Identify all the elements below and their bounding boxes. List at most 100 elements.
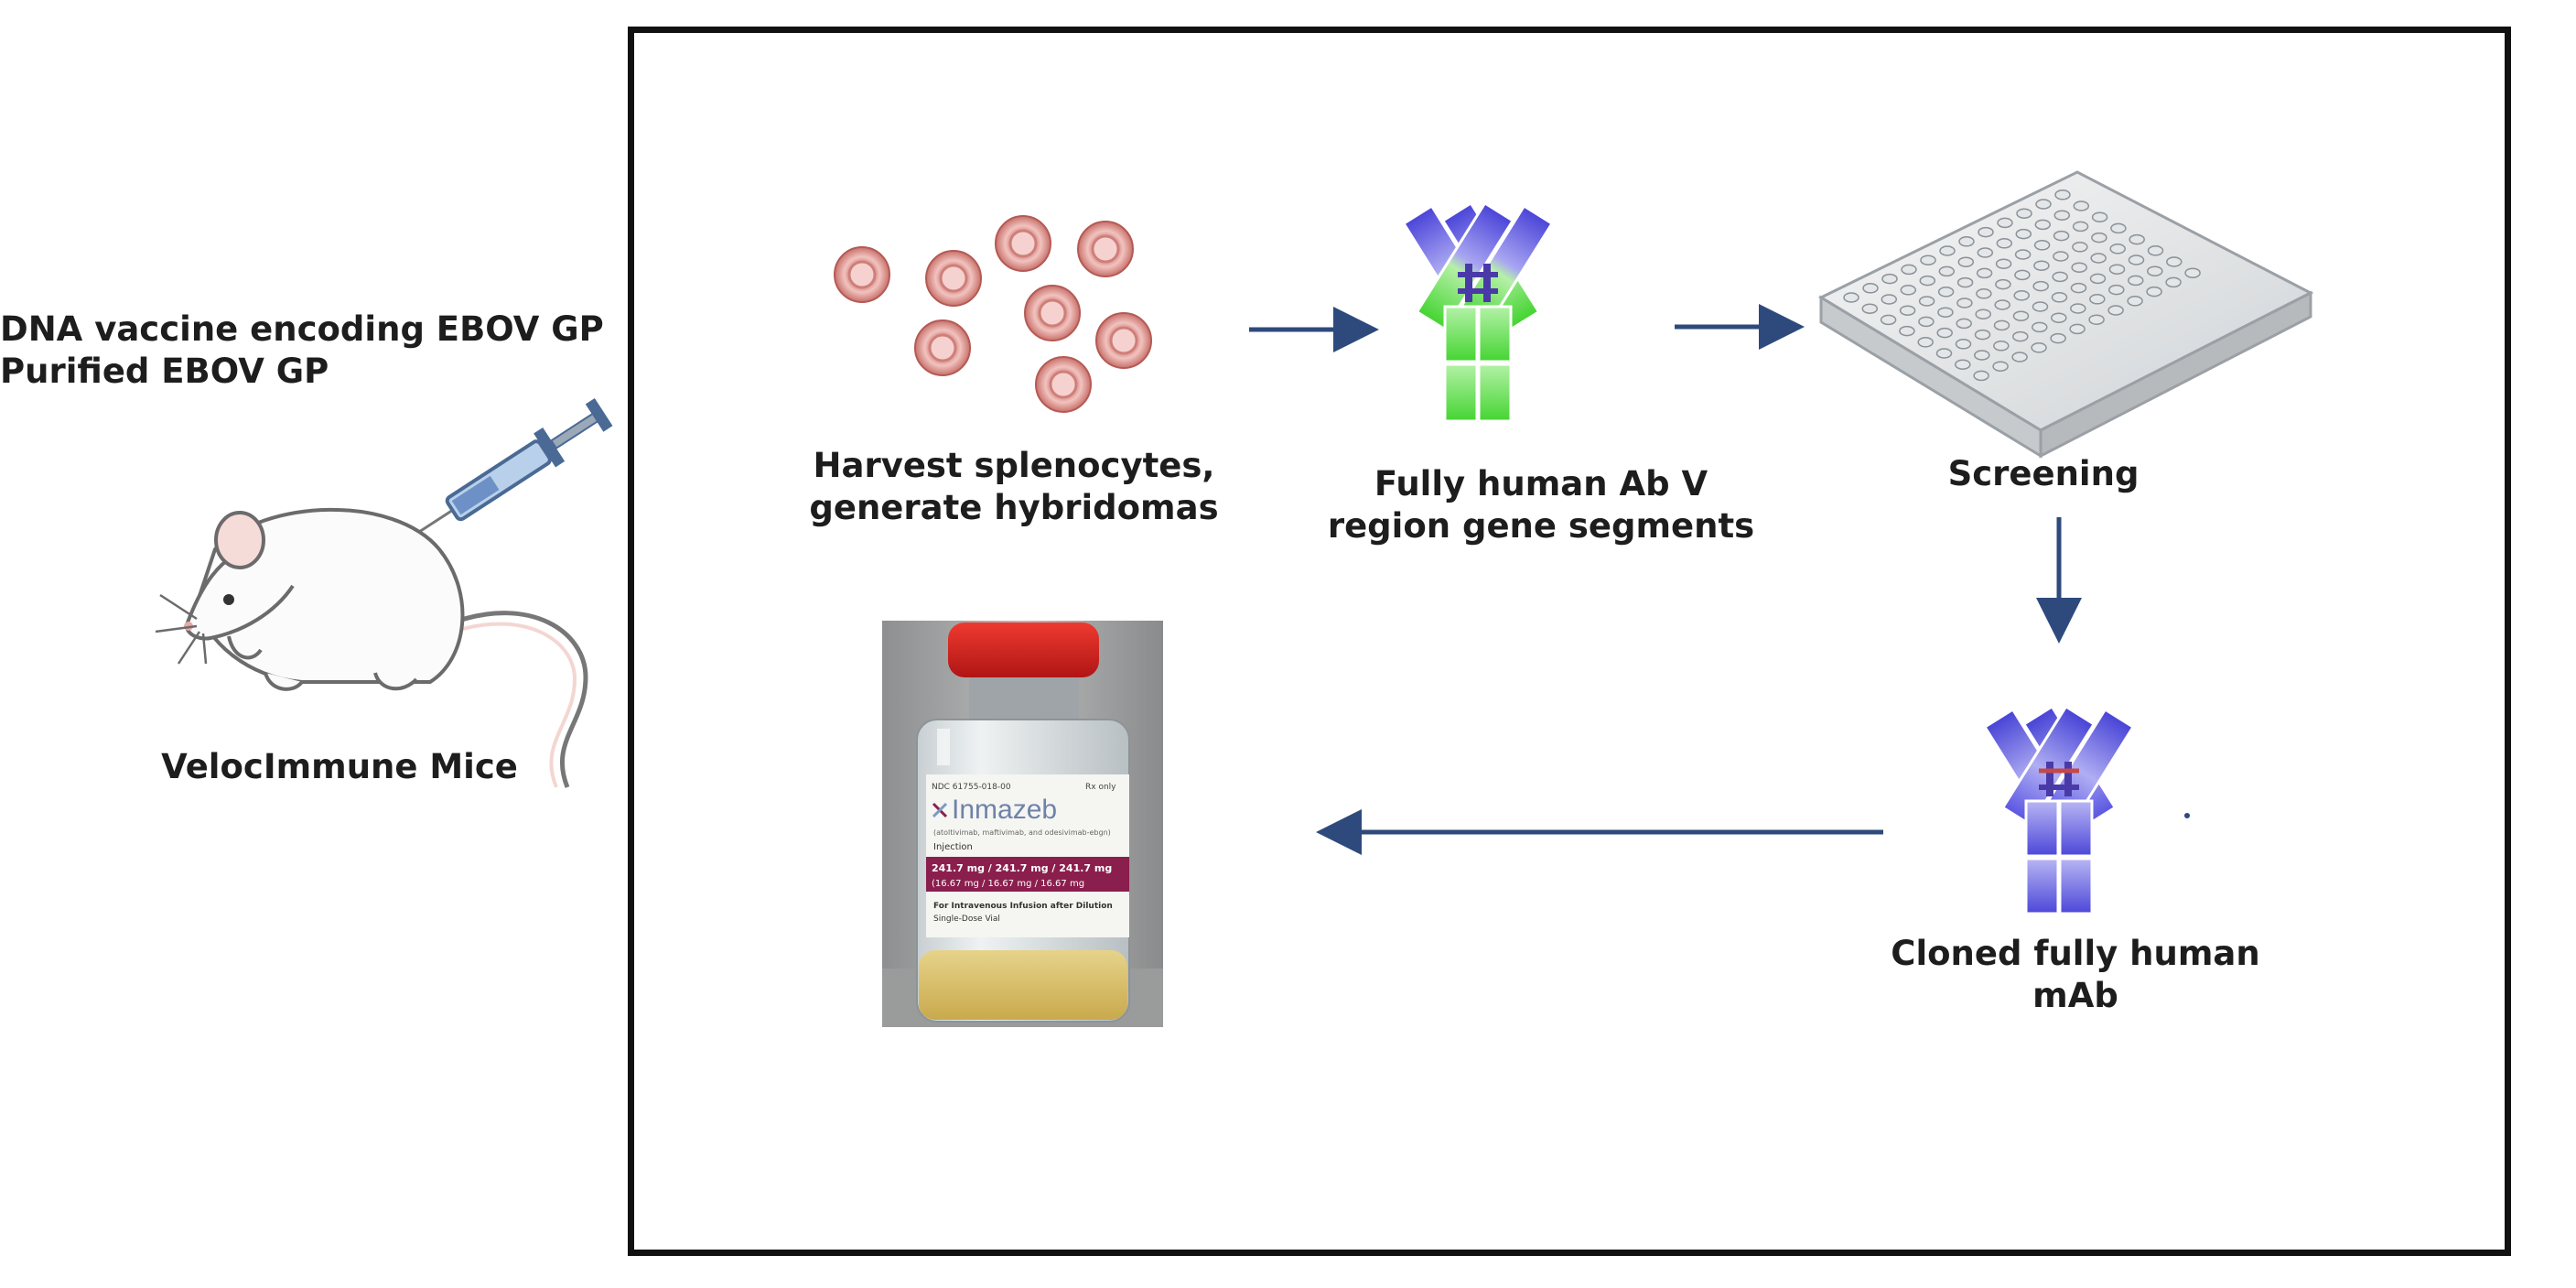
cell-nucleus [1049,370,1078,399]
plate-well [1994,299,2010,310]
vial-ndc: NDC 61755-018-00 [932,783,1011,792]
plate-well [2072,221,2089,233]
plate-well [2072,242,2088,253]
cell-nucleus [1008,229,1038,258]
plate-well [2128,254,2145,265]
cell-nucleus [847,260,877,289]
cell-nucleus [939,264,968,293]
plate-well [1957,256,1975,267]
vial-route-1: For Intravenous Infusion after Dilution [933,902,1113,911]
plate-well [2091,211,2108,222]
plate-well [2073,200,2090,211]
plate-well [1881,294,1898,305]
plate-well [2012,310,2030,321]
plate-well [2054,189,2071,200]
plate-well [2091,232,2107,244]
plate-well [2147,245,2164,256]
plate-well [2014,249,2032,260]
plate-well [1955,339,1972,350]
vial-rx: Rx only [1085,783,1116,792]
plate-well [2032,321,2048,333]
plate-well [2051,312,2067,323]
antibody-label: Fully human Ab V region gene segments [1328,463,1754,547]
plate-well [1974,329,1991,341]
cell-nucleus [1091,234,1120,264]
plate-well [2031,342,2047,353]
harvest-line-2: generate hybridomas [809,488,1219,527]
plate-well [1958,236,1975,247]
syringe-icon [363,397,613,569]
vaccine-line-1: DNA vaccine encoding EBOV GP [0,309,604,349]
cloned-label: Cloned fully human mAb [1891,933,2259,1017]
plate-well [2032,301,2049,312]
plate-well [2053,210,2071,221]
plate-well [1993,319,2010,331]
plate-well [1976,288,1992,299]
plate-well [1995,258,2012,269]
plate-well [1956,276,1974,288]
plate-well [2032,280,2049,292]
screening-line-1: Screening [1947,454,2139,493]
cell-nucleus [1109,326,1138,355]
plate-well [2053,230,2070,242]
workflow-frame [628,27,2511,1256]
plate-well [2052,271,2068,283]
plate-well [1843,292,1859,303]
plate-well [2108,284,2125,296]
plate-well [1881,273,1898,285]
plate-well [1955,359,1971,370]
plate-well [2109,244,2126,254]
plate-well [2014,269,2031,281]
plate-well [1956,318,1972,330]
plate-well [1978,226,1994,238]
plate-well [2013,290,2030,301]
vial-dose-2: (16.67 mg / 16.67 mg / 16.67 mg [932,879,1084,889]
plate-well [2184,267,2201,278]
vial-route-2: Single-Dose Vial [933,915,1000,924]
vial-form: Injection [933,842,973,852]
plate-well [2128,275,2144,287]
plate-well [1861,303,1879,314]
plate-well [1993,341,2010,352]
plate-well [1936,327,1953,339]
plate-well [2034,219,2052,231]
plate-well [2127,296,2143,307]
antibody-line-1: Fully human Ab V [1374,464,1708,503]
plate-well [1899,325,1915,337]
antibody-line-2: region gene segments [1327,506,1755,546]
vaccine-text: DNA vaccine encoding EBOV GP Purified EB… [0,308,604,393]
plate-well [2033,260,2050,271]
plate-well [2107,305,2124,316]
plate-well [2016,208,2032,219]
plate-well [2146,286,2162,298]
inmazeb-logo-icon [932,802,948,818]
plate-well [2069,323,2086,335]
cell-nucleus [928,333,957,363]
plate-well [2166,256,2183,267]
plate-well [1920,254,1936,265]
plate-well [1935,348,1953,359]
plate-well [2147,265,2163,276]
cell-nucleus [1038,298,1067,328]
plate-well [1938,265,1956,277]
plate-well [1880,314,1897,326]
plate-well [1899,305,1916,316]
plate-well [1976,267,1993,279]
plate-well [2050,332,2066,344]
cloned-line-2: mAb [2032,976,2118,1015]
plate-well [2089,273,2107,285]
screening-label: Screening [1948,453,2139,495]
plate-well [2011,352,2028,363]
harvest-label: Harvest splenocytes, generate hybridomas [809,445,1218,529]
vaccine-line-2: Purified EBOV GP [0,352,329,391]
plate-well [1939,245,1956,256]
plate-well [1918,316,1935,328]
plate-well [2053,251,2069,262]
mouse-caption: VelocImmune Mice [161,747,518,786]
vial-dose-1: 241.7 mg / 241.7 mg / 241.7 mg [932,862,1112,874]
plate-well [1977,247,1994,258]
